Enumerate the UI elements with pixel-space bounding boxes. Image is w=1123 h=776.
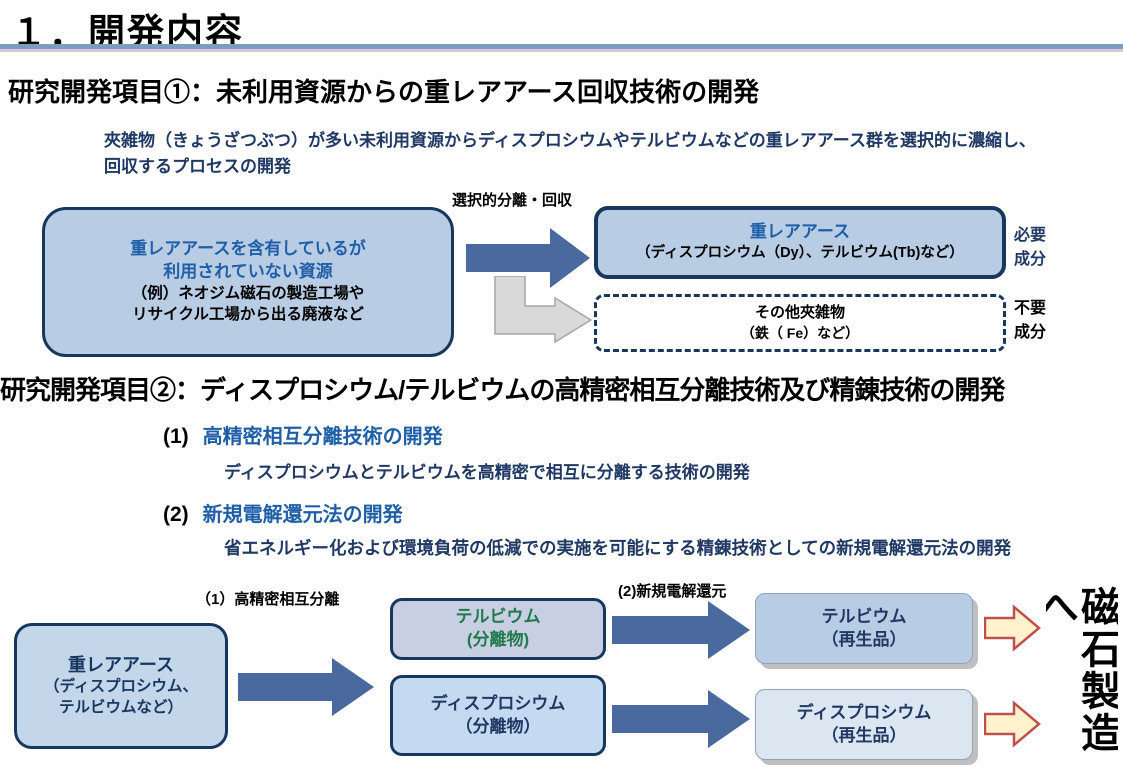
- heavy-rare-earth-title: 重レアアース: [749, 222, 851, 242]
- item1-description: ディスプロシウムとテルビウムを高精密で相互に分離する技術の開発: [224, 463, 750, 482]
- item2-title: 新規電解還元法の開発: [202, 504, 403, 526]
- heavy-rare-earth-subtitle: （ディスプロシウム（Dy）、テルビウム(Tb)など）: [636, 245, 964, 262]
- unnecessary-component-label: 不要 成分: [1014, 297, 1046, 345]
- source-subtitle-line1: （ディスプロシウム、: [44, 678, 198, 696]
- item1-title: 高精密相互分離技術の開発: [202, 426, 443, 448]
- section2-heading: 研究開発項目②：ディスプロシウム/テルビウムの高精密相互分離技術及び精錬技術の開…: [0, 375, 1005, 405]
- source-subtitle-line2: テルビウムなど）: [58, 699, 183, 717]
- required-component-label: 必要 成分: [1014, 224, 1046, 272]
- required-label-line2: 成分: [1014, 251, 1047, 268]
- unused-resource-example-line2: リサイクル工場から出る廃液など: [132, 305, 364, 323]
- dysprosium-separated-line2: （分離物）: [455, 716, 541, 736]
- step2-arrow-bottom-icon: [612, 688, 752, 750]
- dysprosium-separated-box: ディスプロシウム （分離物）: [390, 675, 606, 756]
- section1-description: 夾雑物（きょうざつぶつ）が多い未利用資源からディスプロシウムやテルビウムなどの重…: [104, 128, 1036, 179]
- impurity-box: その他夾雑物 （鉄（ Fe）など）: [594, 294, 1006, 352]
- section1-description-line1: 夾雑物（きょうざつぶつ）が多い未利用資源からディスプロシウムやテルビウムなどの重…: [104, 131, 1036, 150]
- dysprosium-separated-line1: ディスプロシウム: [430, 693, 566, 713]
- to-magnet-arrow-top-icon: [984, 604, 1042, 652]
- to-magnet-arrow-bottom-icon: [984, 700, 1042, 748]
- required-label-line1: 必要: [1014, 227, 1047, 244]
- terbium-recycled-box: テルビウム （再生品）: [755, 593, 973, 664]
- section1-heading: 研究開発項目①：未利用資源からの重レアアース回収技術の開発: [8, 77, 760, 107]
- section2-item1: (1) 高精密相互分離技術の開発: [163, 420, 443, 449]
- heavy-rare-earth-source-box: 重レアアース （ディスプロシウム、 テルビウムなど）: [14, 623, 228, 749]
- source-title: 重レアアース: [67, 654, 175, 675]
- title-divider-top: [0, 44, 1123, 49]
- dysprosium-recycled-box: ディスプロシウム （再生品）: [755, 689, 973, 760]
- step2-arrow-label: (2)新規電解還元: [618, 583, 727, 600]
- dysprosium-recycled-line1: ディスプロシウム: [796, 702, 932, 722]
- terbium-separated-line1: テルビウム: [455, 607, 541, 627]
- unnecessary-label-line2: 成分: [1014, 324, 1047, 341]
- terbium-recycled-line2: （再生品）: [821, 629, 907, 649]
- step2-arrow-top-icon: [612, 599, 752, 661]
- impurity-line2: （鉄（ Fe）など）: [740, 324, 860, 341]
- unused-resource-title-line2: 利用されていない資源: [163, 262, 333, 282]
- unused-resource-box: 重レアアースを含有しているが 利用されていない資源 （例）ネオジム磁石の製造工場…: [42, 207, 454, 357]
- unnecessary-label-line1: 不要: [1014, 300, 1047, 317]
- item1-number: (1): [163, 425, 189, 448]
- step1-arrow-label: （1）高精密相互分離: [196, 591, 340, 608]
- heavy-rare-earth-box: 重レアアース （ディスプロシウム（Dy）、テルビウム(Tb)など）: [594, 206, 1006, 279]
- title-divider-bottom: [0, 49, 1123, 52]
- dysprosium-recycled-line2: （再生品）: [821, 725, 907, 745]
- unused-resource-title-line1: 重レアアースを含有しているが: [130, 239, 366, 259]
- terbium-separated-line2: (分離物): [466, 630, 530, 649]
- item2-description: 省エネルギー化および環境負荷の低減での実施を可能にする精錬技術としての新規電解還…: [224, 538, 1012, 558]
- impurity-bent-arrow-icon: [487, 276, 593, 356]
- section2-item2: (2) 新規電解還元法の開発: [163, 498, 403, 527]
- terbium-recycled-line1: テルビウム: [821, 606, 907, 626]
- impurity-line1: その他夾雑物: [754, 304, 845, 322]
- separation-arrow-icon: [466, 226, 592, 290]
- step1-arrow-icon: [238, 656, 376, 718]
- unused-resource-example-line1: （例）ネオジム磁石の製造工場や: [131, 285, 365, 303]
- terbium-separated-box: テルビウム (分離物): [390, 598, 606, 660]
- item2-number: (2): [163, 503, 189, 526]
- magnet-production-goal-text: 磁石製造へ: [1046, 586, 1118, 754]
- separation-arrow-label: 選択的分離・回収: [452, 192, 573, 209]
- section1-description-line2: 回収するプロセスの開発: [104, 156, 291, 176]
